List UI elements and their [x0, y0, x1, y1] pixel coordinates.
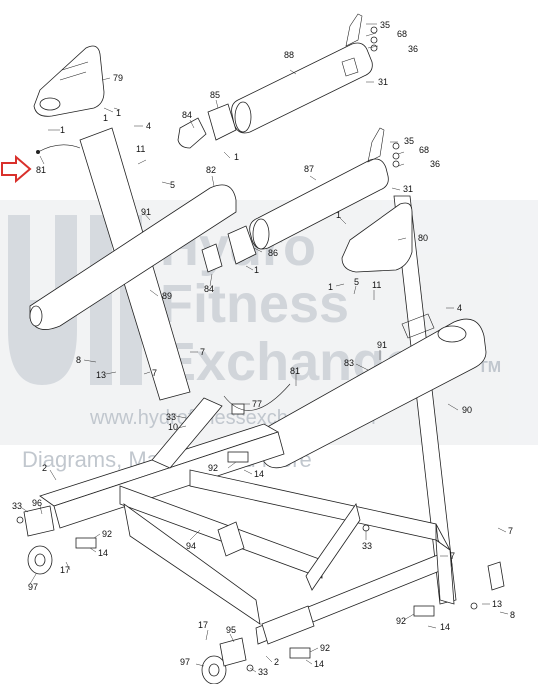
label-17: 17	[198, 620, 208, 630]
label-81: 81	[290, 366, 300, 376]
small-hardware	[16, 26, 478, 672]
label-35: 35	[404, 136, 414, 146]
highlight-arrow-icon	[1, 154, 32, 184]
watermark-line2: Fitness	[160, 274, 349, 334]
label-97: 97	[180, 657, 190, 667]
upright-cover-79	[33, 45, 105, 117]
label-14: 14	[440, 622, 450, 632]
label-7: 7	[508, 526, 513, 536]
label-80: 80	[418, 233, 428, 243]
label-31: 31	[403, 184, 413, 194]
label-84: 84	[204, 284, 214, 294]
base-frame-94	[39, 397, 505, 645]
label-14: 14	[98, 548, 108, 558]
label-35: 35	[380, 20, 390, 30]
label-5: 5	[354, 277, 359, 287]
label-17: 17	[60, 565, 70, 575]
handlebar-tube-88	[231, 13, 373, 134]
label-8: 8	[510, 610, 515, 620]
label-68: 68	[397, 29, 407, 39]
label-83: 83	[344, 358, 354, 368]
label-1: 1	[254, 265, 259, 275]
label-88: 88	[284, 50, 294, 60]
label-13: 13	[96, 370, 106, 380]
label-94: 94	[186, 541, 196, 551]
label-7: 7	[200, 347, 205, 357]
label-33: 33	[12, 501, 22, 511]
label-1: 1	[103, 113, 108, 123]
label-87: 87	[304, 164, 314, 174]
label-1: 1	[234, 152, 239, 162]
label-97: 97	[28, 582, 38, 592]
leader-lines	[21, 23, 509, 673]
part-labels: 35 68 36 88 31 79 1 1 4 1 81 84 85 1 11 …	[12, 20, 515, 677]
label-1: 1	[116, 108, 121, 118]
label-14: 14	[314, 659, 324, 669]
right-upright-90	[341, 195, 457, 605]
label-33: 33	[362, 541, 372, 551]
label-13: 13	[492, 599, 502, 609]
label-92: 92	[208, 463, 218, 473]
label-82: 82	[206, 165, 216, 175]
label-33: 33	[166, 412, 176, 422]
label-14: 14	[254, 469, 264, 479]
label-11: 11	[372, 280, 381, 290]
label-91: 91	[141, 207, 151, 217]
handlebar-tube-87	[249, 127, 389, 250]
label-10: 10	[168, 422, 178, 432]
label-91: 91	[377, 340, 387, 350]
label-92: 92	[320, 643, 330, 653]
label-86: 86	[268, 248, 278, 258]
label-96: 96	[32, 498, 42, 508]
watermark-tm: TM	[478, 359, 501, 376]
right-arm-83	[261, 313, 487, 469]
label-77: 77	[252, 399, 262, 409]
label-79: 79	[113, 73, 123, 83]
wheels	[23, 505, 247, 684]
label-95: 95	[226, 625, 236, 635]
label-68: 68	[419, 145, 429, 155]
label-1: 1	[60, 125, 65, 135]
label-2: 2	[42, 463, 47, 473]
label-4: 4	[146, 121, 151, 131]
label-89: 89	[162, 291, 172, 301]
label-90: 90	[462, 405, 472, 415]
label-81: 81	[36, 165, 46, 175]
left-upright-89	[29, 127, 237, 401]
label-1: 1	[336, 210, 341, 220]
label-33: 33	[258, 667, 268, 677]
label-85: 85	[210, 90, 220, 100]
label-31: 31	[378, 77, 388, 87]
label-84: 84	[182, 110, 192, 120]
label-5: 5	[170, 180, 175, 190]
label-2: 2	[274, 657, 279, 667]
label-36: 36	[430, 159, 440, 169]
label-7: 7	[450, 551, 455, 561]
label-4: 4	[457, 303, 462, 313]
label-1: 1	[328, 282, 333, 292]
grip-caps	[177, 103, 257, 273]
label-11: 11	[136, 144, 145, 154]
label-92: 92	[396, 616, 406, 626]
label-92: 92	[102, 529, 112, 539]
label-7: 7	[152, 368, 157, 378]
label-8: 8	[76, 355, 81, 365]
label-36: 36	[408, 44, 418, 54]
